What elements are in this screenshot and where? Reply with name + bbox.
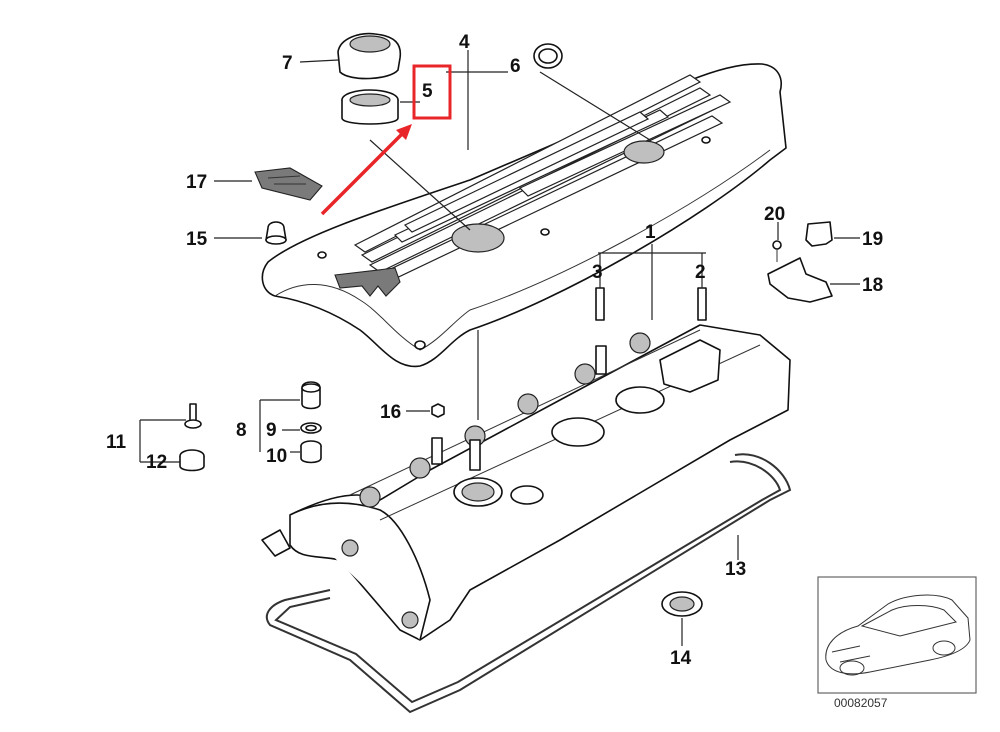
callout-8: 8 [236,420,247,441]
bolt [184,403,202,429]
valve-cover [261,324,791,641]
callout-12: 12 [146,452,167,473]
callout-3: 3 [592,262,603,283]
grommet [179,449,205,472]
reference-number: 00082057 [834,696,888,710]
nut [431,403,445,418]
cap-nut [265,221,287,245]
stud-right [697,287,707,321]
washer [300,422,322,434]
leader-lines [139,50,860,646]
car-outline-icon [825,594,971,676]
shaft-seal [661,591,703,617]
callout-19: 19 [862,229,883,250]
callout-15: 15 [186,229,208,250]
callout-9: 9 [266,420,277,441]
callout-11: 11 [106,432,127,453]
callout-18: 18 [862,275,883,296]
callout-5: 5 [422,81,433,102]
callout-17: 17 [186,172,207,193]
callout-20: 20 [764,204,785,225]
callout-6: 6 [510,56,521,77]
clip [805,221,833,247]
plug [301,381,321,410]
highlight-box [412,64,452,120]
callout-numbers: 1 2 3 4 5 6 7 8 9 10 11 12 13 14 15 16 1… [106,32,883,669]
oil-filler-cap [337,32,402,80]
callout-2: 2 [695,262,706,283]
valve-cover-gasket [265,453,792,714]
callout-16: 16 [380,402,401,423]
callout-13: 13 [725,559,746,580]
m-emblem [254,167,323,201]
screw [772,240,782,262]
vehicle-thumbnail: 00082057 [817,576,977,710]
seal-ring [341,89,399,125]
callout-4: 4 [459,32,470,53]
callout-14: 14 [670,648,692,669]
callout-10: 10 [266,446,287,467]
red-arrow [320,124,412,216]
bracket [767,257,833,303]
stud-left [595,287,605,321]
callout-1: 1 [645,222,656,243]
seal [300,440,322,464]
callout-7: 7 [282,53,293,74]
o-ring [533,43,563,69]
engine-cover [261,63,787,368]
